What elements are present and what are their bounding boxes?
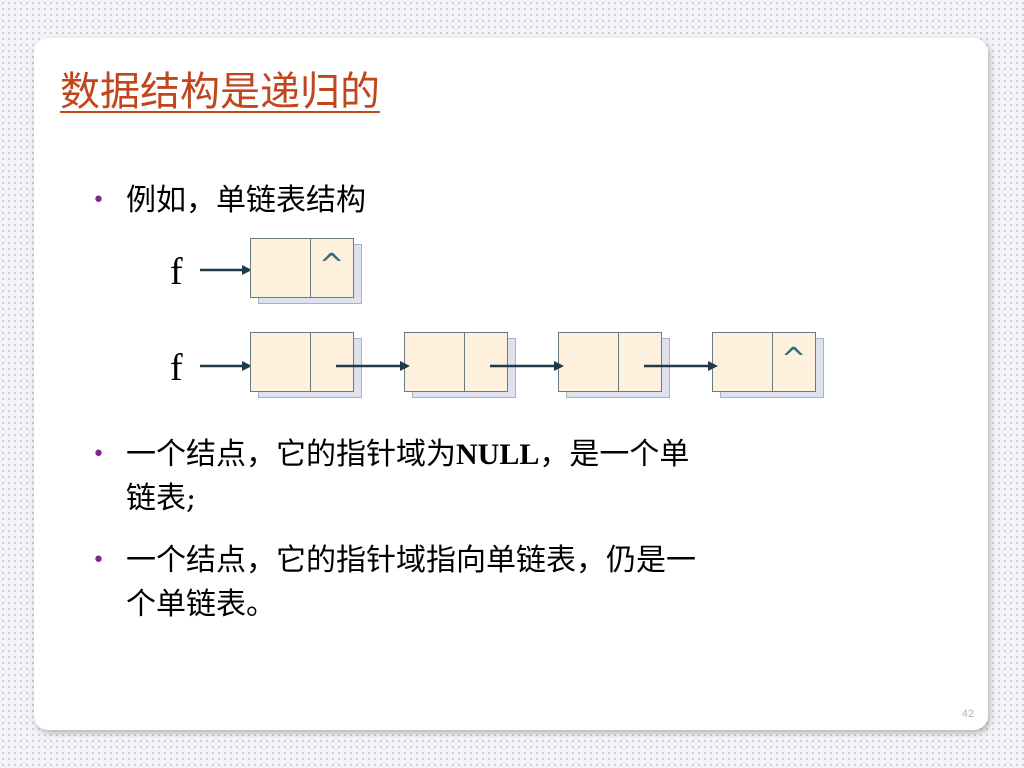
bullet-text-line2: 链表; [126, 481, 197, 516]
slide-title: 数据结构是递归的 [60, 69, 380, 115]
list-node-4: ^ [712, 332, 816, 392]
pointer-label-f-2: f [170, 347, 183, 389]
null-caret: ^ [781, 342, 807, 377]
bullet-dot: • [92, 442, 105, 467]
bullet-text: 一个结点，它的指针域为NULL，是一个单 [126, 434, 689, 476]
single-node: ^ [250, 238, 354, 298]
arrow-node3-to-node4 [644, 361, 718, 371]
bullet-text-line2: 个单链表。 [126, 587, 276, 622]
node-divider [618, 333, 619, 391]
list-node-2 [404, 332, 508, 392]
bullet-text: 例如，单链表结构 [126, 183, 366, 218]
node-divider [310, 333, 311, 391]
null-keyword: NULL [456, 438, 540, 471]
bullet-dot: • [92, 548, 105, 573]
bullet-text-part: ，是一个单 [539, 437, 690, 472]
arrow-node2-to-node3 [490, 361, 564, 371]
page-number: 42 [961, 708, 974, 720]
pointer-label-f-1: f [170, 251, 183, 293]
list-node-1 [250, 332, 354, 392]
arrow-node1-to-node2 [336, 361, 410, 371]
list-node-3 [558, 332, 662, 392]
node-divider [772, 333, 773, 391]
node-divider [464, 333, 465, 391]
node-divider [310, 239, 311, 297]
bullet-text-part: 一个结点，它的指针域为 [126, 437, 456, 472]
slide: 数据结构是递归的 • 例如，单链表结构 f ^ f [34, 38, 988, 730]
bullet-dot: • [92, 188, 105, 213]
bullet-text: 一个结点，它的指针域指向单链表，仍是一 [126, 543, 696, 578]
arrow-to-first-node [200, 361, 252, 371]
arrow-to-single-node [200, 265, 252, 275]
null-caret: ^ [319, 248, 345, 283]
